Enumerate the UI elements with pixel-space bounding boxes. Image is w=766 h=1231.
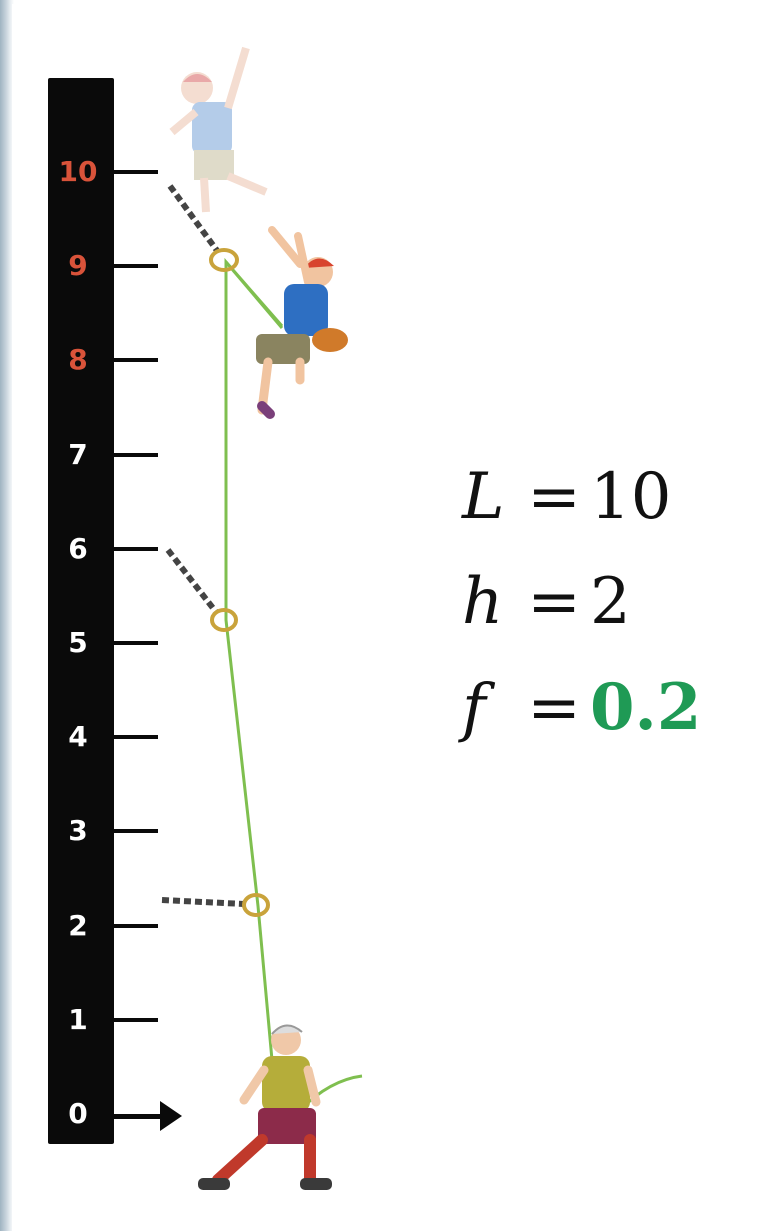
quickdraw-icon [167, 184, 239, 272]
equation-line: L =10 [462, 445, 762, 550]
scale-tick-mark [112, 1017, 158, 1022]
scale-tick-label: 10 [58, 155, 98, 188]
scale-tick-mark [112, 641, 158, 645]
climber-falling-icon [256, 226, 348, 419]
equation-line: h =2 [462, 550, 762, 655]
scale-tick-label: 2 [68, 908, 88, 942]
scale-tick-mark [112, 923, 158, 928]
scale-tick-label: 0 [68, 1097, 88, 1130]
equation-equals-sign: = [527, 565, 581, 639]
equation-line: f =0.2 [462, 655, 762, 760]
scale-tick-label: 6 [68, 531, 88, 565]
ground-arrow-head [160, 1101, 182, 1131]
scale-tick-label: 8 [68, 343, 88, 377]
scale-tick-mark [112, 452, 158, 457]
quickdraw-icon [165, 548, 238, 632]
ground-arrow-line [112, 1114, 164, 1119]
equation-value: 10 [590, 460, 672, 534]
equation-value: 2 [590, 565, 631, 639]
climber-falling-ghost-icon [169, 46, 268, 213]
scale-tick-label: 7 [68, 437, 88, 471]
scale-tick-label: 9 [68, 249, 88, 283]
scale-tick-mark [112, 264, 158, 269]
equation-variable: L [462, 460, 505, 534]
scale-tick-label: 1 [68, 1002, 88, 1036]
equation-variable: f [462, 671, 486, 745]
height-scale-bar [48, 78, 114, 1144]
scale-tick-mark [112, 546, 158, 551]
quickdraw-icon [161, 893, 270, 917]
belayer-icon [198, 1024, 332, 1190]
scale-tick-mark [112, 829, 158, 834]
equation-equals-sign: = [527, 671, 581, 745]
equation-variable: h [462, 565, 504, 639]
scale-tick-mark [112, 170, 158, 174]
diagram-canvas [12, 4, 766, 1231]
equation-value: 0.2 [590, 670, 702, 745]
rope-path [224, 257, 284, 1061]
scale-tick-label: 5 [68, 626, 88, 659]
equation-equals-sign: = [527, 460, 581, 534]
scale-tick-label: 4 [68, 720, 88, 754]
scale-tick-mark [112, 358, 158, 363]
scale-tick-label: 3 [68, 814, 88, 848]
scale-tick-mark [112, 735, 158, 740]
